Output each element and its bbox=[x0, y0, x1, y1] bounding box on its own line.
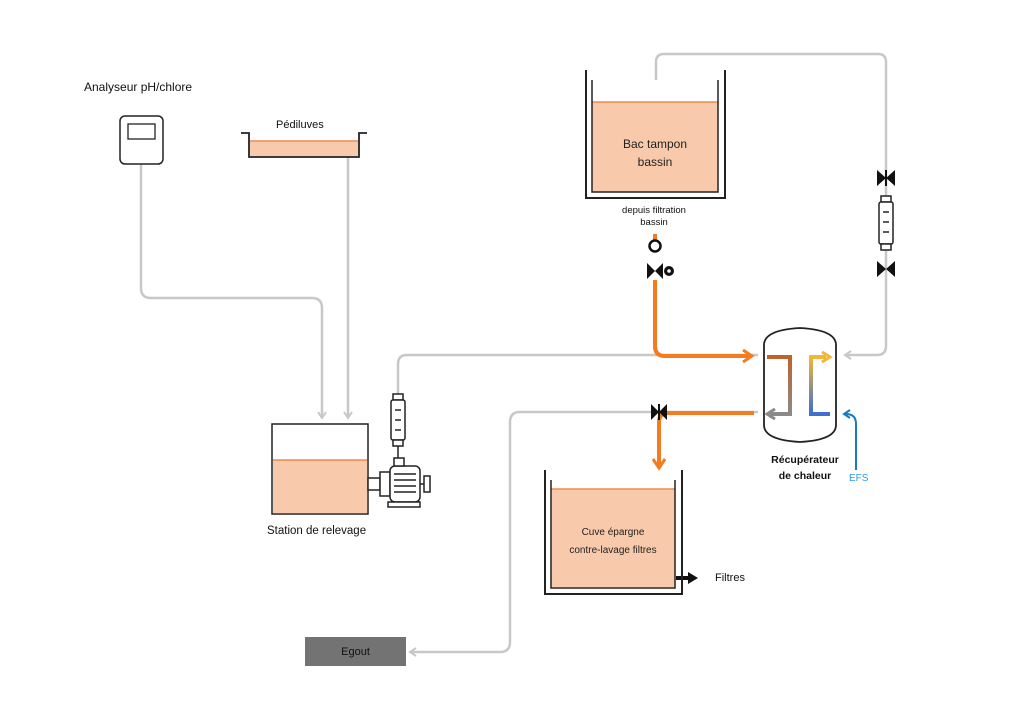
pipe-exchanger-to-saving-tank bbox=[659, 411, 754, 468]
pipe-filtration-to-exchanger bbox=[653, 280, 752, 356]
valve-saving-line-icon bbox=[651, 404, 667, 420]
heat-recovery-label: Récupérateur de chaleur bbox=[760, 452, 850, 484]
pump-motor-icon bbox=[367, 457, 431, 508]
sewer-label: Egout bbox=[341, 645, 370, 658]
filters-label: Filtres bbox=[715, 572, 745, 584]
valve-filtration-icon bbox=[647, 263, 674, 279]
buffer-tank-label-line2: bassin bbox=[637, 155, 673, 169]
heat-recovery-label-line1: Récupérateur bbox=[771, 454, 839, 466]
pipe-buffer-to-exchanger bbox=[654, 52, 888, 360]
pipe-exchanger-to-sewer bbox=[408, 410, 758, 657]
saving-tank bbox=[544, 470, 683, 595]
grey-pipes bbox=[139, 52, 888, 657]
buffer-tank-label: Bac tampon bassin bbox=[592, 130, 718, 176]
lift-station-label: Station de relevage bbox=[267, 525, 367, 537]
from-filtration-label-line2: bassin bbox=[640, 217, 668, 228]
from-filtration-label-line1: depuis filtration bbox=[622, 205, 686, 216]
heat-recovery-label-line2: de chaleur bbox=[778, 470, 832, 482]
pipe-pump-to-exchanger bbox=[396, 353, 758, 398]
footbath-tank bbox=[241, 132, 367, 158]
flowmeter-icon bbox=[390, 393, 406, 458]
saving-tank-label: Cuve épargne contre-lavage filtres bbox=[551, 522, 675, 562]
lift-station-tank bbox=[271, 423, 369, 515]
valve-right-bottom-icon bbox=[877, 261, 895, 277]
valve-right-top-icon bbox=[877, 170, 895, 186]
pipe-analyzer-to-station bbox=[139, 164, 327, 420]
sewer-box bbox=[305, 637, 406, 666]
saving-tank-label-line2: contre-lavage filtres bbox=[569, 545, 657, 556]
sensor-filtration-icon bbox=[648, 239, 662, 253]
saving-tank-label-line1: Cuve épargne bbox=[581, 527, 645, 538]
analyzer-device-icon bbox=[119, 115, 164, 165]
buffer-tank bbox=[585, 70, 726, 199]
efs-label: EFS bbox=[849, 473, 869, 484]
pipe-efs-cold-water bbox=[842, 409, 857, 470]
footbath-label: Pédiluves bbox=[276, 119, 324, 131]
flowmeter-right-icon bbox=[878, 195, 894, 251]
from-filtration-label: depuis filtration bassin bbox=[602, 205, 706, 229]
analyzer-label: Analyseur pH/chlore bbox=[84, 80, 193, 94]
buffer-tank-label-line1: Bac tampon bbox=[622, 137, 688, 151]
heat-exchanger bbox=[763, 327, 837, 443]
